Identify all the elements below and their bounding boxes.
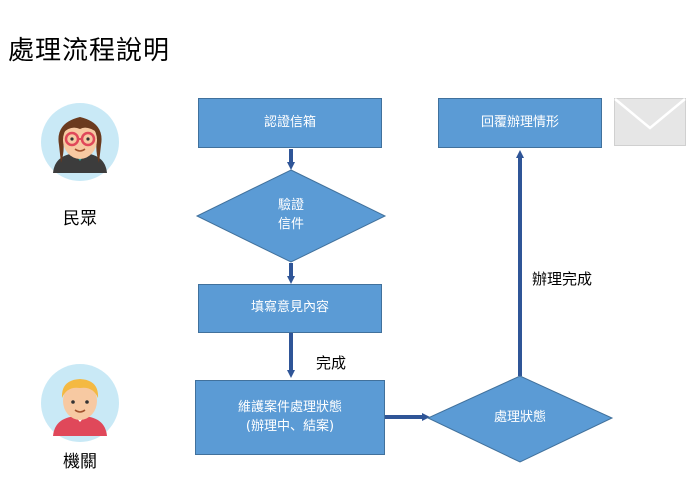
edge-label-complete: 完成: [316, 354, 347, 372]
node-reply-status-label: 回覆辦理情形: [480, 114, 559, 130]
node-fill-opinion: 填寫意見內容: [198, 284, 382, 333]
node-verify-letter-shape: [195, 169, 387, 263]
node-fill-opinion-label: 填寫意見內容: [250, 300, 329, 316]
node-verify-email: 認證信箱: [198, 98, 382, 148]
node-reply-status: 回覆辦理情形: [438, 98, 602, 148]
node-process-status-shape: [426, 375, 614, 463]
node-verify-letter-line1: 驗證: [277, 198, 304, 214]
node-maintain-status-line2: (辦理中、結案): [245, 418, 335, 434]
node-maintain-status: 維護案件處理狀態 (辦理中、結案): [195, 380, 385, 455]
actor-label-agency: 機關: [63, 452, 97, 472]
page-title: 處理流程說明: [8, 36, 171, 66]
node-verify-email-label: 認證信箱: [263, 114, 316, 130]
actor-label-citizen: 民眾: [63, 209, 97, 229]
edge-label-process-complete: 辦理完成: [532, 270, 593, 288]
node-process-status-label: 處理狀態: [493, 409, 546, 425]
node-process-status: 處理狀態: [470, 405, 570, 431]
node-maintain-status-line1: 維護案件處理狀態: [237, 400, 342, 416]
node-verify-letter: 驗證 信件: [241, 192, 341, 240]
node-verify-letter-line2: 信件: [277, 217, 304, 232]
envelope-icon: [614, 98, 686, 146]
citizen-avatar-icon: [41, 103, 119, 181]
agency-avatar-icon: [41, 364, 119, 442]
